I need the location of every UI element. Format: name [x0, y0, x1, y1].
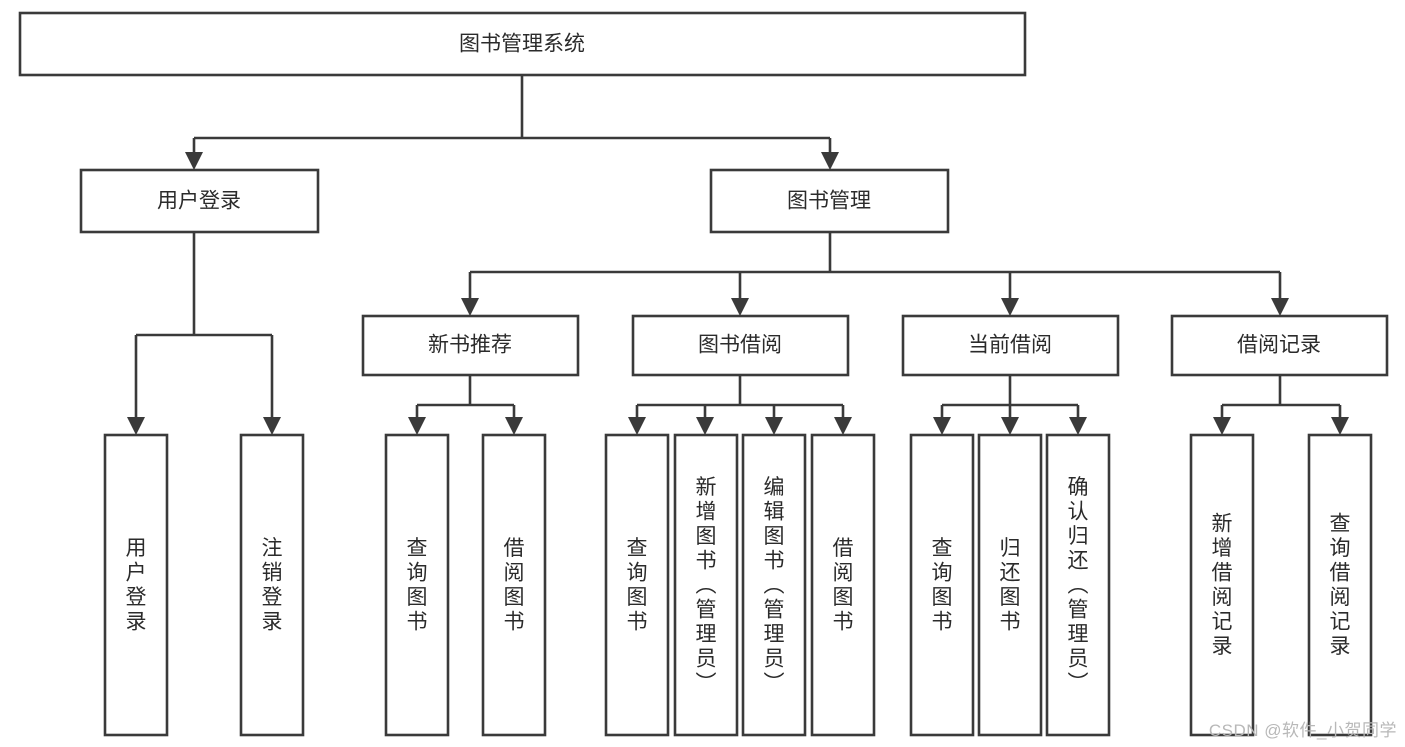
node-leaf-edit-book-box[interactable] — [741, 433, 807, 737]
node-new-book-recommend-label: 新书推荐 — [428, 334, 512, 357]
node-leaf-borrow-book-2-box[interactable] — [810, 433, 876, 737]
node-leaf-borrow-book-1-label: 借阅图书 — [504, 537, 525, 634]
node-leaf-query-book-2-label: 查询图书 — [627, 537, 648, 634]
node-leaf-query-book-1-box[interactable] — [384, 433, 450, 737]
node-user-login-label: 用户登录 — [157, 190, 241, 213]
arrow-head-current-borrow — [1001, 298, 1019, 316]
node-leaf-borrow-book-1[interactable]: 借阅图书 — [481, 433, 547, 737]
arrow-head-leaf-return-book — [1001, 417, 1019, 435]
arrow-head-leaf-query-book-1 — [408, 417, 426, 435]
node-book-borrow-label: 图书借阅 — [698, 334, 782, 357]
node-leaf-query-book-3-box[interactable] — [909, 433, 975, 737]
arrow-head-leaf-query-book-3 — [933, 417, 951, 435]
node-book-manage[interactable]: 图书管理 — [709, 168, 950, 234]
node-leaf-return-book-box[interactable] — [977, 433, 1043, 737]
arrow-head-user-login — [185, 152, 203, 170]
node-leaf-add-book-label: 新增图书︵管理员︶ — [696, 476, 717, 695]
node-leaf-logout[interactable]: 注销登录 — [239, 433, 305, 737]
node-leaf-query-book-3-label: 查询图书 — [932, 537, 953, 634]
node-user-login-box[interactable] — [79, 168, 320, 234]
node-leaf-user-login[interactable]: 用户登录 — [103, 433, 169, 737]
node-root-box[interactable] — [18, 11, 1027, 77]
node-leaf-borrow-book-1-box[interactable] — [481, 433, 547, 737]
node-user-login[interactable]: 用户登录 — [79, 168, 320, 234]
node-borrow-record-label: 借阅记录 — [1237, 334, 1321, 357]
node-borrow-record[interactable]: 借阅记录 — [1170, 314, 1389, 377]
node-leaf-add-book-box[interactable] — [673, 433, 739, 737]
node-leaf-edit-book-label: 编辑图书︵管理员︶ — [764, 476, 785, 695]
arrow-head-leaf-borrow-book-2 — [834, 417, 852, 435]
node-leaf-add-record[interactable]: 新增借阅记录 — [1189, 433, 1255, 737]
node-book-manage-label: 图书管理 — [787, 190, 871, 213]
node-new-book-recommend[interactable]: 新书推荐 — [361, 314, 580, 377]
node-leaf-query-book-2[interactable]: 查询图书 — [604, 433, 670, 737]
arrow-head-leaf-add-record — [1213, 417, 1231, 435]
node-leaf-confirm-return-label: 确认归还︵管理员︶ — [1068, 476, 1089, 695]
connector-group — [127, 75, 1349, 435]
node-leaf-edit-book[interactable]: 编辑图书︵管理员︶ — [741, 433, 807, 737]
arrow-head-leaf-query-record — [1331, 417, 1349, 435]
arrow-head-leaf-query-book-2 — [628, 417, 646, 435]
node-leaf-add-book[interactable]: 新增图书︵管理员︶ — [673, 433, 739, 737]
arrow-head-new-book-recommend — [461, 298, 479, 316]
node-leaf-user-login-box[interactable] — [103, 433, 169, 737]
node-borrow-record-box[interactable] — [1170, 314, 1389, 377]
node-leaf-user-login-label: 用户登录 — [126, 537, 147, 634]
node-leaf-add-record-box[interactable] — [1189, 433, 1255, 737]
node-leaf-logout-box[interactable] — [239, 433, 305, 737]
arrow-head-borrow-record — [1271, 298, 1289, 316]
node-leaf-query-book-3[interactable]: 查询图书 — [909, 433, 975, 737]
node-current-borrow[interactable]: 当前借阅 — [901, 314, 1120, 377]
node-leaf-query-record-box[interactable] — [1307, 433, 1373, 737]
node-new-book-recommend-box[interactable] — [361, 314, 580, 377]
arrow-head-leaf-confirm-return — [1069, 417, 1087, 435]
arrow-head-leaf-add-book — [696, 417, 714, 435]
node-leaf-return-book-label: 归还图书 — [1000, 537, 1021, 634]
node-book-borrow[interactable]: 图书借阅 — [631, 314, 850, 377]
arrow-head-leaf-user-login — [127, 417, 145, 435]
node-leaf-query-book-2-box[interactable] — [604, 433, 670, 737]
node-leaf-borrow-book-2-label: 借阅图书 — [833, 537, 854, 634]
node-current-borrow-box[interactable] — [901, 314, 1120, 377]
node-leaf-query-book-1[interactable]: 查询图书 — [384, 433, 450, 737]
node-leaf-query-book-1-label: 查询图书 — [407, 537, 428, 634]
arrow-head-book-manage — [821, 152, 839, 170]
arrow-head-book-borrow — [731, 298, 749, 316]
node-root-label: 图书管理系统 — [459, 33, 585, 56]
node-book-borrow-box[interactable] — [631, 314, 850, 377]
node-book-manage-box[interactable] — [709, 168, 950, 234]
arrow-head-leaf-borrow-book-1 — [505, 417, 523, 435]
node-current-borrow-label: 当前借阅 — [968, 334, 1052, 357]
node-leaf-borrow-book-2[interactable]: 借阅图书 — [810, 433, 876, 737]
node-leaf-logout-label: 注销登录 — [262, 537, 283, 634]
node-leaf-confirm-return[interactable]: 确认归还︵管理员︶ — [1045, 433, 1111, 737]
arrow-head-leaf-edit-book — [765, 417, 783, 435]
node-leaf-add-record-label: 新增借阅记录 — [1212, 513, 1233, 659]
node-leaf-return-book[interactable]: 归还图书 — [977, 433, 1043, 737]
node-leaf-query-record-label: 查询借阅记录 — [1330, 513, 1351, 659]
arrow-head-leaf-logout — [263, 417, 281, 435]
node-leaf-query-record[interactable]: 查询借阅记录 — [1307, 433, 1373, 737]
node-leaf-confirm-return-box[interactable] — [1045, 433, 1111, 737]
node-root[interactable]: 图书管理系统 — [18, 11, 1027, 77]
